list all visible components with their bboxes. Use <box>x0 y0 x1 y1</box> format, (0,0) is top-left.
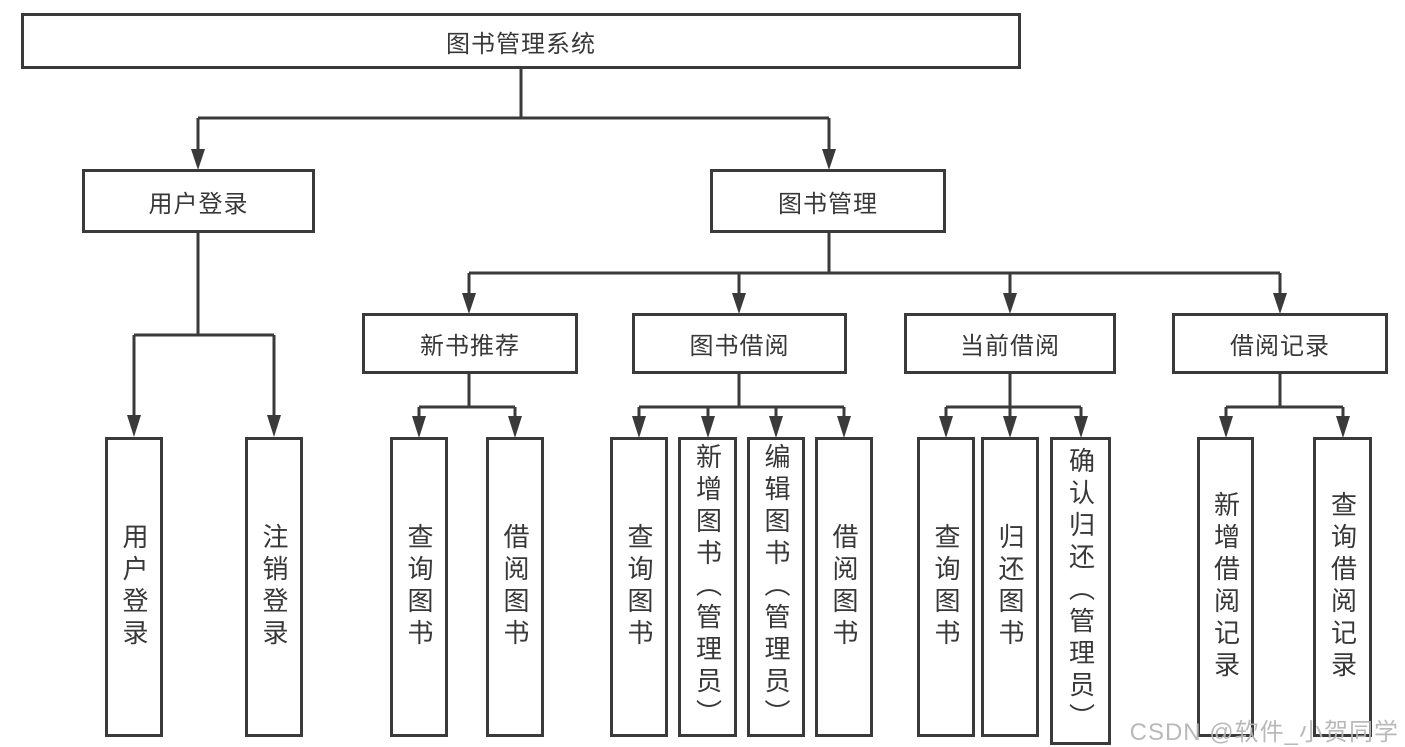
leaf-query-borrow-record: 查询借阅记录 <box>1313 437 1372 737</box>
node-current-borrow-label: 当前借阅 <box>960 333 1060 360</box>
node-book-borrow-label: 图书借阅 <box>689 333 790 360</box>
node-root: 图书管理系统 <box>21 13 1021 69</box>
node-new-book-recommend-label: 新书推荐 <box>420 333 520 360</box>
leaf-query-books-current: 查询图书 <box>917 437 975 737</box>
node-book-management: 图书管理 <box>710 169 946 233</box>
leaf-borrow-books-recommend: 借阅图书 <box>486 437 544 737</box>
leaf-add-borrow-record-label: 新增借阅记录 <box>1210 491 1241 683</box>
leaf-confirm-return-admin: 确认归还（管理员） <box>1050 437 1111 745</box>
leaf-add-borrow-record: 新增借阅记录 <box>1197 437 1254 737</box>
leaf-query-books-current-label: 查询图书 <box>931 523 961 651</box>
node-new-book-recommend: 新书推荐 <box>362 313 578 374</box>
leaf-logout: 注销登录 <box>245 437 303 737</box>
leaf-borrow-books-label: 借阅图书 <box>829 523 859 651</box>
leaf-return-book: 归还图书 <box>981 437 1039 737</box>
leaf-logout-label: 注销登录 <box>259 523 289 651</box>
node-current-borrow: 当前借阅 <box>904 313 1116 374</box>
node-root-label: 图书管理系统 <box>446 30 596 58</box>
watermark-text: CSDN @软件_小贺同学 <box>1129 719 1399 746</box>
node-user-login-label: 用户登录 <box>148 190 249 218</box>
leaf-edit-book-admin: 编辑图书（管理员） <box>747 437 805 737</box>
leaf-query-borrow-record-label: 查询借阅记录 <box>1327 491 1358 683</box>
leaf-user-login: 用户登录 <box>105 437 163 737</box>
leaf-borrow-books-recommend-label: 借阅图书 <box>500 523 530 651</box>
leaf-query-books-borrow: 查询图书 <box>610 437 668 737</box>
leaf-return-book-label: 归还图书 <box>995 523 1025 651</box>
leaf-borrow-books: 借阅图书 <box>815 437 873 737</box>
leaf-add-book-admin-label: 新增图书（管理员） <box>692 443 723 731</box>
node-user-login: 用户登录 <box>82 169 315 233</box>
leaf-confirm-return-admin-label: 确认归还（管理员） <box>1065 447 1096 735</box>
leaf-query-books-recommend-label: 查询图书 <box>404 523 434 651</box>
node-borrow-records-label: 借阅记录 <box>1230 333 1330 360</box>
leaf-query-books-recommend: 查询图书 <box>390 437 448 737</box>
leaf-user-login-label: 用户登录 <box>119 523 149 651</box>
leaf-add-book-admin: 新增图书（管理员） <box>678 437 737 737</box>
arrowheads <box>127 149 1350 438</box>
leaf-edit-book-admin-label: 编辑图书（管理员） <box>761 443 791 731</box>
node-borrow-records: 借阅记录 <box>1172 313 1388 374</box>
node-book-management-label: 图书管理 <box>778 190 878 218</box>
node-book-borrow: 图书借阅 <box>632 313 847 374</box>
leaf-query-books-borrow-label: 查询图书 <box>624 523 654 651</box>
